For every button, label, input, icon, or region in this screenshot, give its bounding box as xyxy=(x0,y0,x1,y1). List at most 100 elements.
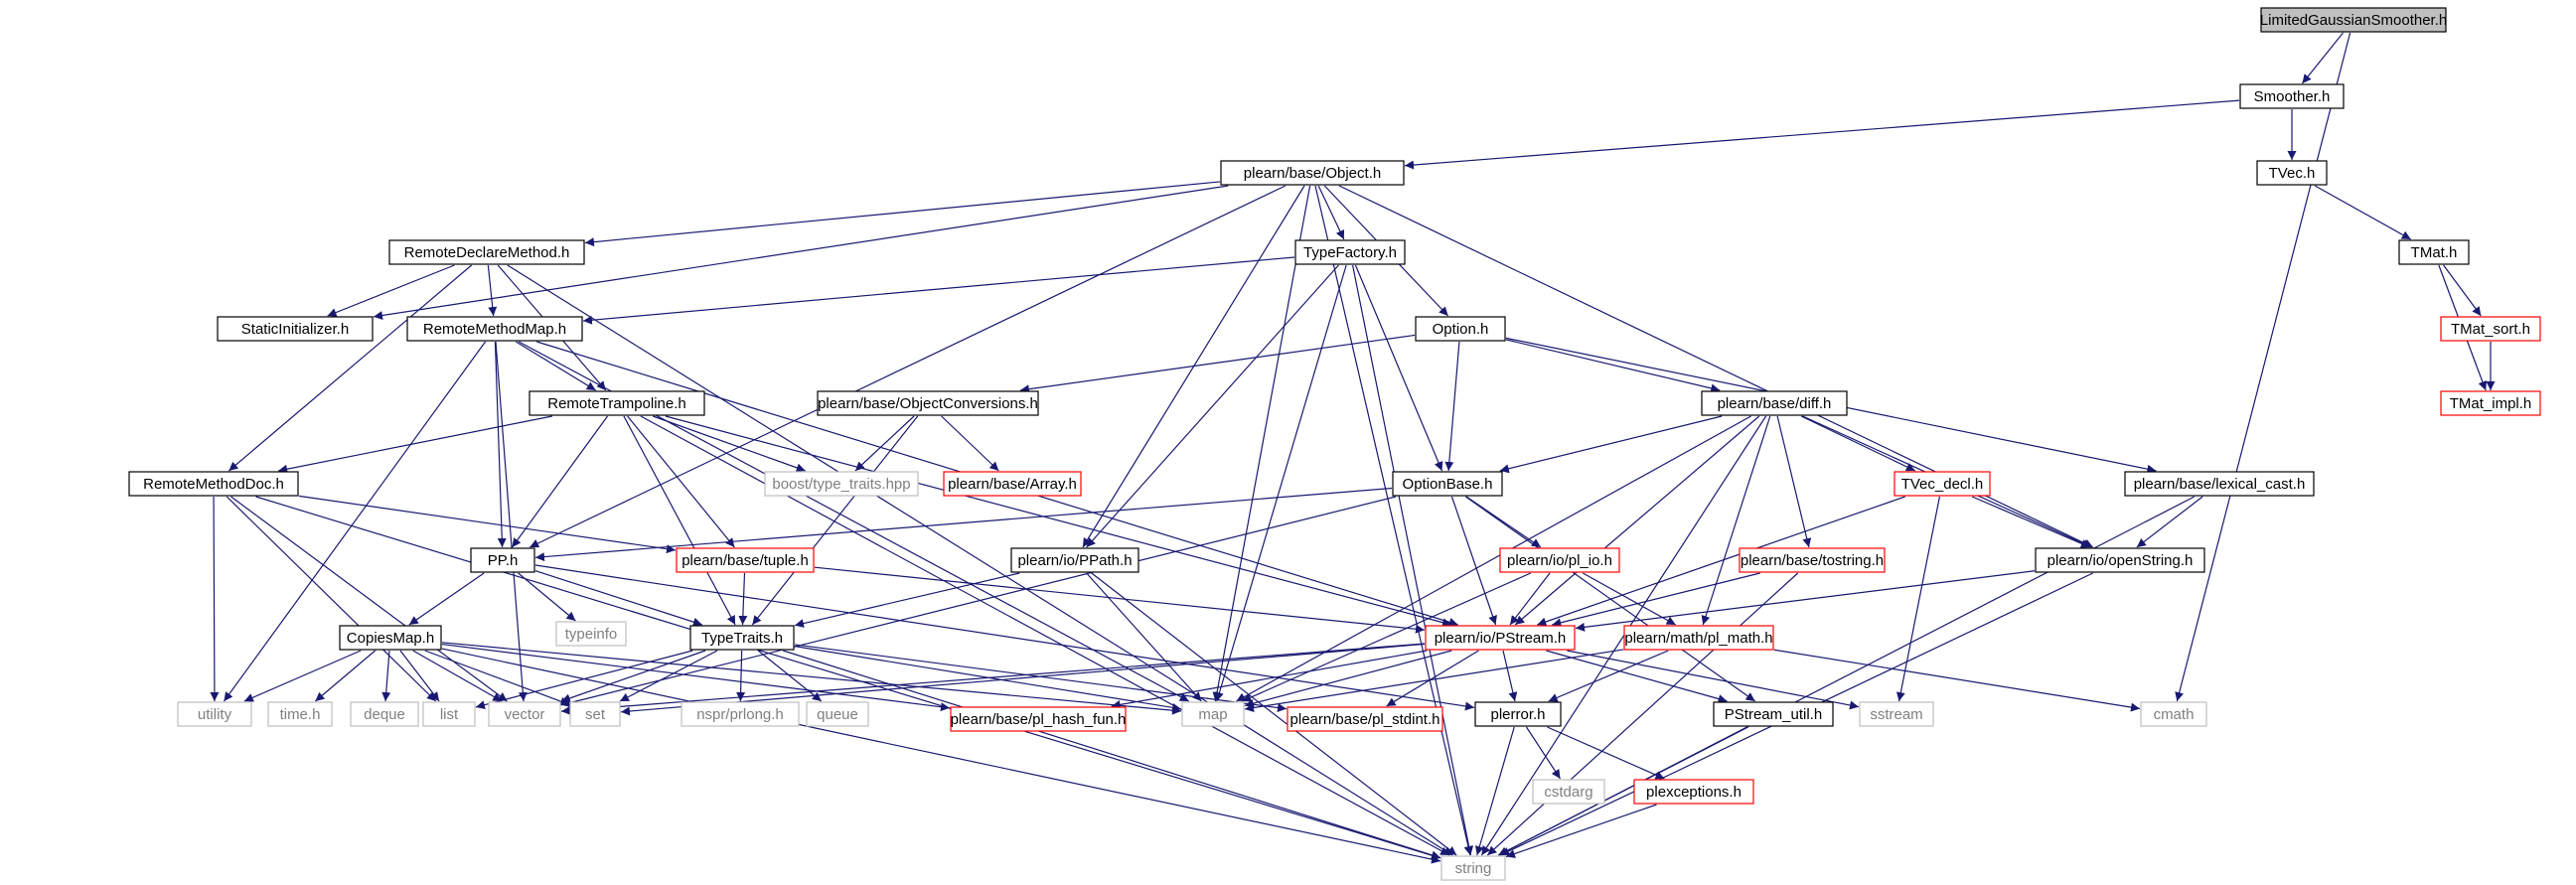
node-box xyxy=(2124,471,2315,497)
node-rmm[interactable]: RemoteMethodMap.h xyxy=(406,316,583,342)
edge-plio-to-plmath xyxy=(1583,572,1676,626)
node-stdint[interactable]: plearn/base/pl_stdint.h xyxy=(1287,706,1443,732)
node-plerror[interactable]: plerror.h xyxy=(1474,701,1562,727)
node-ppath[interactable]: plearn/io/PPath.h xyxy=(1010,547,1139,573)
edge-optionbase-to-pstream xyxy=(1450,496,1497,626)
edge-pstream-to-hashfun xyxy=(1111,650,1428,709)
node-tvec[interactable]: TVec.h xyxy=(2256,160,2328,186)
node-optionbase[interactable]: OptionBase.h xyxy=(1392,471,1503,497)
node-label: TMat.h xyxy=(2411,244,2458,261)
edge-tmat-to-tmatsort xyxy=(2443,264,2482,317)
node-typetraits[interactable]: TypeTraits.h xyxy=(689,625,795,651)
edge-optionbase-to-plio xyxy=(1465,496,1542,548)
edge-plio-to-pstream xyxy=(1509,572,1551,626)
node-box xyxy=(267,701,333,727)
node-typeinfo: typeinfo xyxy=(555,621,627,647)
node-label: plearn/base/Object.h xyxy=(1244,165,1381,182)
node-smoother[interactable]: Smoother.h xyxy=(2239,83,2345,109)
edge-rmd-to-vector xyxy=(230,496,508,702)
node-option[interactable]: Option.h xyxy=(1415,316,1506,342)
edge-tvec-to-tmat xyxy=(2314,185,2412,240)
node-rdm[interactable]: RemoteDeclareMethod.h xyxy=(388,239,585,265)
edge-rtramp-to-pstream xyxy=(665,415,1452,628)
node-label: plearn/base/pl_stdint.h xyxy=(1290,711,1440,728)
node-openstring[interactable]: plearn/io/openString.h xyxy=(2035,547,2205,573)
edge-openstring-to-pstream xyxy=(1575,570,2036,632)
node-rtramp[interactable]: RemoteTrampoline.h xyxy=(529,390,705,416)
node-tvecdecl[interactable]: TVec_decl.h xyxy=(1894,471,1991,497)
node-box xyxy=(1181,701,1245,727)
node-object[interactable]: plearn/base/Object.h xyxy=(1220,160,1405,186)
node-box xyxy=(350,701,419,727)
node-objconv[interactable]: plearn/base/ObjectConversions.h xyxy=(817,390,1039,416)
node-lexcast[interactable]: plearn/base/lexical_cast.h xyxy=(2124,471,2315,497)
node-nspr: nspr/prlong.h xyxy=(681,701,800,727)
edge-root-to-smoother xyxy=(2302,32,2344,84)
node-tuple[interactable]: plearn/base/tuple.h xyxy=(676,547,815,573)
node-box xyxy=(339,625,442,651)
node-box xyxy=(1415,316,1506,342)
node-copiesmap[interactable]: CopiesMap.h xyxy=(339,625,442,651)
node-typefactory[interactable]: TypeFactory.h xyxy=(1294,239,1406,265)
node-tmat[interactable]: TMat.h xyxy=(2398,239,2470,265)
node-tostring[interactable]: plearn/base/tostring.h xyxy=(1739,547,1886,573)
node-rmd[interactable]: RemoteMethodDoc.h xyxy=(128,471,299,497)
node-label: plearn/base/tuple.h xyxy=(682,552,809,569)
edge-optionbase-to-vector xyxy=(560,496,1397,707)
node-box xyxy=(488,701,561,727)
edge-pstream-to-map xyxy=(1244,650,1452,708)
edge-tuple-to-pstream xyxy=(814,566,1426,634)
edge-copiesmap-to-list xyxy=(399,650,440,702)
node-label: string xyxy=(1455,860,1492,877)
node-pp[interactable]: PP.h xyxy=(470,547,535,573)
node-plmath[interactable]: plearn/math/pl_math.h xyxy=(1623,625,1774,651)
edge-plmath-to-plerror xyxy=(1548,650,1669,702)
edge-copiesmap-to-deque xyxy=(381,650,391,702)
edge-pstream-to-vector xyxy=(560,643,1426,715)
node-box xyxy=(764,471,919,497)
node-plio[interactable]: plearn/io/pl_io.h xyxy=(1499,547,1620,573)
node-label: TypeFactory.h xyxy=(1303,244,1397,261)
node-box xyxy=(689,625,795,651)
edge-typetraits-to-nspr xyxy=(736,650,746,702)
node-box xyxy=(2239,83,2345,109)
edge-rmm-to-pp xyxy=(494,341,507,548)
node-box xyxy=(177,701,252,727)
node-label: plearn/io/pl_io.h xyxy=(1507,552,1612,569)
edge-ppath-to-string xyxy=(1091,572,1457,856)
edge-pp-to-copiesmap xyxy=(408,572,485,626)
edge-copiesmap-to-string xyxy=(441,648,1441,864)
node-box xyxy=(2140,701,2207,727)
node-diff[interactable]: plearn/base/diff.h xyxy=(1701,390,1848,416)
node-root[interactable]: LimitedGaussianSmoother.h xyxy=(2260,7,2447,33)
edge-rdm-to-rmm xyxy=(487,264,498,317)
node-label: time.h xyxy=(280,706,321,723)
edge-rtramp-to-typetraits xyxy=(623,415,736,626)
node-box xyxy=(1287,706,1443,732)
edge-copiesmap-to-vector xyxy=(412,650,503,702)
node-sstream: sstream xyxy=(1859,701,1934,727)
edge-objconv-to-array xyxy=(941,415,999,472)
edge-object-to-staticinit xyxy=(373,185,1229,320)
edge-object-to-pp xyxy=(529,185,1287,548)
node-plexceptions[interactable]: plexceptions.h xyxy=(1633,779,1754,805)
node-label: plearn/base/diff.h xyxy=(1718,395,1832,412)
node-array[interactable]: plearn/base/Array.h xyxy=(943,471,1082,497)
node-box xyxy=(569,701,621,727)
node-label: plearn/base/lexical_cast.h xyxy=(2134,476,2306,493)
node-hashfun[interactable]: plearn/base/pl_hash_fun.h xyxy=(950,706,1127,732)
node-box xyxy=(1739,547,1886,573)
node-box xyxy=(2440,316,2541,342)
node-label: CopiesMap.h xyxy=(347,630,434,647)
edge-copiesmap-to-hashfun xyxy=(441,643,951,712)
node-pstream[interactable]: plearn/io/PStream.h xyxy=(1425,625,1576,651)
edge-rtramp-to-boosttt xyxy=(653,415,806,473)
edge-rdm-to-rmd xyxy=(227,264,473,472)
node-timeh: time.h xyxy=(267,701,333,727)
node-tmatimpl[interactable]: TMat_impl.h xyxy=(2440,390,2541,416)
node-tmatsort[interactable]: TMat_sort.h xyxy=(2440,316,2541,342)
node-pstreamutil[interactable]: PStream_util.h xyxy=(1713,701,1834,727)
node-staticinit[interactable]: StaticInitializer.h xyxy=(217,316,374,342)
node-box xyxy=(681,701,800,727)
